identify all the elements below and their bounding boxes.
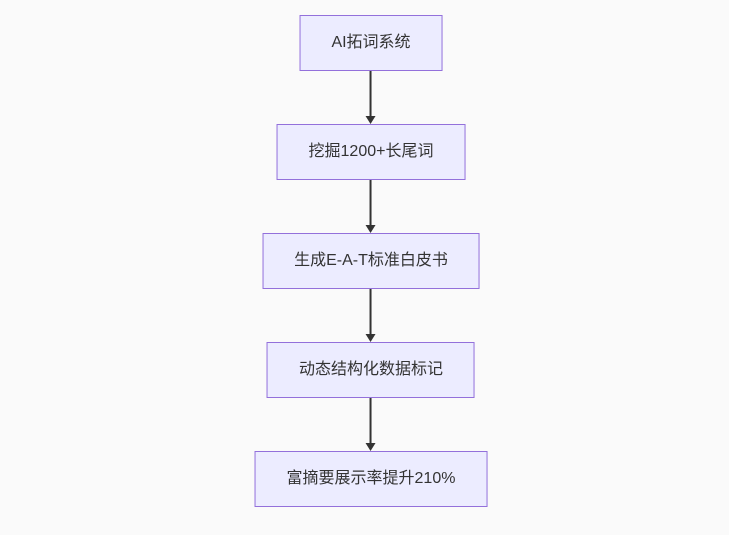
edge-line: [370, 71, 372, 117]
edge-line: [370, 398, 372, 444]
flow-node-eat-whitepaper: 生成E-A-T标准白皮书: [262, 233, 480, 289]
flow-node-longtail-mining: 挖掘1200+长尾词: [276, 124, 466, 180]
flow-edge-4: [365, 398, 377, 451]
flowchart: AI拓词系统 挖掘1200+长尾词 生成E-A-T标准白皮书 动态结构化数据标记…: [254, 15, 488, 507]
edge-line: [370, 180, 372, 226]
flow-edge-2: [365, 180, 377, 233]
flow-node-ai-word-expansion: AI拓词系统: [299, 15, 443, 71]
flow-edge-3: [365, 289, 377, 342]
arrow-down-icon: [366, 116, 376, 124]
arrow-down-icon: [366, 334, 376, 342]
flow-node-structured-data-markup: 动态结构化数据标记: [266, 342, 475, 398]
flow-node-rich-snippet-result: 富摘要展示率提升210%: [254, 451, 488, 507]
arrow-down-icon: [366, 443, 376, 451]
arrow-down-icon: [366, 225, 376, 233]
edge-line: [370, 289, 372, 335]
flow-edge-1: [365, 71, 377, 124]
